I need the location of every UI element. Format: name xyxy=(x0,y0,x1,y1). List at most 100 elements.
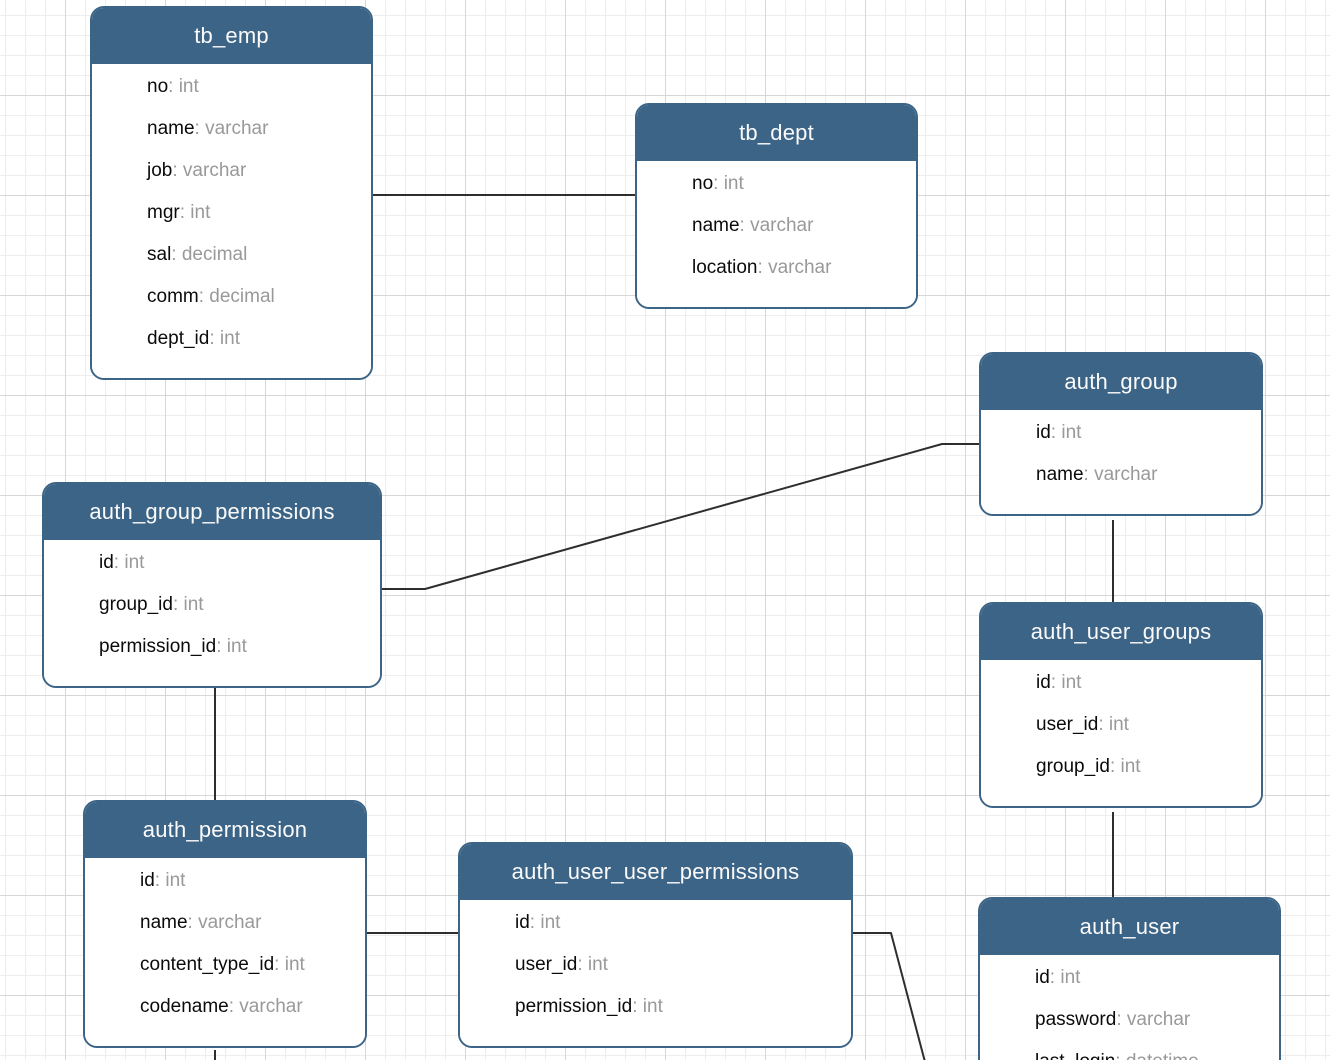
field-row[interactable]: mgrint xyxy=(147,192,363,234)
field-row[interactable]: permission_idint xyxy=(515,986,843,1028)
field-row[interactable]: namevarchar xyxy=(140,902,357,944)
field-type: int xyxy=(713,173,744,194)
field-row[interactable]: idint xyxy=(1035,957,1271,999)
field-row[interactable]: commdecimal xyxy=(147,276,363,318)
field-row[interactable]: last_logindatetime xyxy=(1035,1041,1271,1060)
field-name: id xyxy=(1036,672,1051,693)
field-name: name xyxy=(692,215,740,236)
field-name: id xyxy=(140,870,155,891)
field-type: varchar xyxy=(195,118,269,139)
field-name: comm xyxy=(147,286,199,307)
table-header[interactable]: auth_user xyxy=(980,899,1279,955)
table-header[interactable]: auth_user_user_permissions xyxy=(460,844,851,900)
field-type: varchar xyxy=(172,160,246,181)
field-row[interactable]: permission_idint xyxy=(99,626,372,668)
table-header[interactable]: tb_emp xyxy=(92,8,371,64)
field-row[interactable]: jobvarchar xyxy=(147,150,363,192)
table-header[interactable]: auth_group xyxy=(981,354,1261,410)
table-header[interactable]: tb_dept xyxy=(637,105,916,161)
field-type: int xyxy=(173,594,204,615)
field-row[interactable]: group_idint xyxy=(1036,746,1253,788)
field-type: int xyxy=(577,954,608,975)
table-header[interactable]: auth_group_permissions xyxy=(44,484,380,540)
field-type: int xyxy=(155,870,186,891)
field-type: varchar xyxy=(188,912,262,933)
field-name: id xyxy=(515,912,530,933)
table-body: idint user_idint permission_idint xyxy=(460,900,851,1046)
table-header[interactable]: auth_user_groups xyxy=(981,604,1261,660)
table-title: auth_user xyxy=(1079,914,1180,939)
field-type: int xyxy=(1098,714,1129,735)
field-row[interactable]: codenamevarchar xyxy=(140,986,357,1028)
field-row[interactable]: idint xyxy=(515,902,843,944)
field-row[interactable]: group_idint xyxy=(99,584,372,626)
field-row[interactable]: noint xyxy=(692,163,908,205)
field-type: int xyxy=(1050,967,1081,988)
field-name: location xyxy=(692,257,758,278)
field-name: no xyxy=(692,173,714,194)
table-body: noint namevarchar jobvarchar mgrint sald… xyxy=(92,64,371,378)
table-title: tb_emp xyxy=(194,23,269,48)
table-title: auth_group_permissions xyxy=(89,499,335,524)
table-title: tb_dept xyxy=(739,120,814,145)
field-row[interactable]: namevarchar xyxy=(692,205,908,247)
field-name: id xyxy=(1036,422,1051,443)
table-title: auth_user_groups xyxy=(1030,619,1212,644)
table-body: idint group_idint permission_idint xyxy=(44,540,380,686)
field-type: decimal xyxy=(171,244,247,265)
table-body: idint namevarchar xyxy=(981,410,1261,514)
field-row[interactable]: passwordvarchar xyxy=(1035,999,1271,1041)
field-row[interactable]: dept_idint xyxy=(147,318,363,360)
field-name: id xyxy=(99,552,114,573)
field-row[interactable]: saldecimal xyxy=(147,234,363,276)
field-name: user_id xyxy=(1036,714,1099,735)
field-row[interactable]: idint xyxy=(1036,662,1253,704)
field-name: group_id xyxy=(99,594,173,615)
field-type: varchar xyxy=(740,215,814,236)
field-row[interactable]: content_type_idint xyxy=(140,944,357,986)
field-row[interactable]: namevarchar xyxy=(147,108,363,150)
field-name: name xyxy=(147,118,195,139)
relationship-line[interactable] xyxy=(853,932,926,1060)
field-row[interactable]: user_idint xyxy=(515,944,843,986)
field-name: job xyxy=(147,160,173,181)
table-body: idint passwordvarchar last_logindatetime xyxy=(980,955,1279,1060)
field-name: content_type_id xyxy=(140,954,275,975)
field-type: int xyxy=(632,996,663,1017)
relationship-line[interactable] xyxy=(382,443,979,590)
table-tb_emp[interactable]: tb_emp noint namevarchar jobvarchar mgri… xyxy=(90,6,373,380)
field-row[interactable]: locationvarchar xyxy=(692,247,908,289)
field-type: int xyxy=(216,636,247,657)
field-row[interactable]: namevarchar xyxy=(1036,454,1253,496)
field-name: codename xyxy=(140,996,229,1017)
field-row[interactable]: user_idint xyxy=(1036,704,1253,746)
table-body: idint namevarchar content_type_idint cod… xyxy=(85,858,365,1046)
table-title: auth_group xyxy=(1064,369,1178,394)
field-type: datetime xyxy=(1115,1051,1198,1060)
field-name: name xyxy=(140,912,188,933)
field-name: group_id xyxy=(1036,756,1110,777)
table-header[interactable]: auth_permission xyxy=(85,802,365,858)
field-type: varchar xyxy=(758,257,832,278)
table-auth_user[interactable]: auth_user idint passwordvarchar last_log… xyxy=(978,897,1281,1060)
field-type: varchar xyxy=(1116,1009,1190,1030)
table-auth_user_groups[interactable]: auth_user_groups idint user_idint group_… xyxy=(979,602,1263,808)
field-row[interactable]: idint xyxy=(1036,412,1253,454)
field-name: user_id xyxy=(515,954,578,975)
field-type: decimal xyxy=(199,286,275,307)
field-row[interactable]: idint xyxy=(99,542,372,584)
field-name: dept_id xyxy=(147,328,210,349)
field-row[interactable]: idint xyxy=(140,860,357,902)
table-auth_permission[interactable]: auth_permission idint namevarchar conten… xyxy=(83,800,367,1048)
table-auth_group[interactable]: auth_group idint namevarchar xyxy=(979,352,1263,516)
table-auth_group_permissions[interactable]: auth_group_permissions idint group_idint… xyxy=(42,482,382,688)
field-type: int xyxy=(1051,672,1082,693)
field-type: int xyxy=(180,202,211,223)
field-type: int xyxy=(1110,756,1141,777)
table-auth_user_user_permissions[interactable]: auth_user_user_permissions idint user_id… xyxy=(458,842,853,1048)
field-name: name xyxy=(1036,464,1084,485)
field-row[interactable]: noint xyxy=(147,66,363,108)
table-tb_dept[interactable]: tb_dept noint namevarchar locationvarcha… xyxy=(635,103,918,309)
